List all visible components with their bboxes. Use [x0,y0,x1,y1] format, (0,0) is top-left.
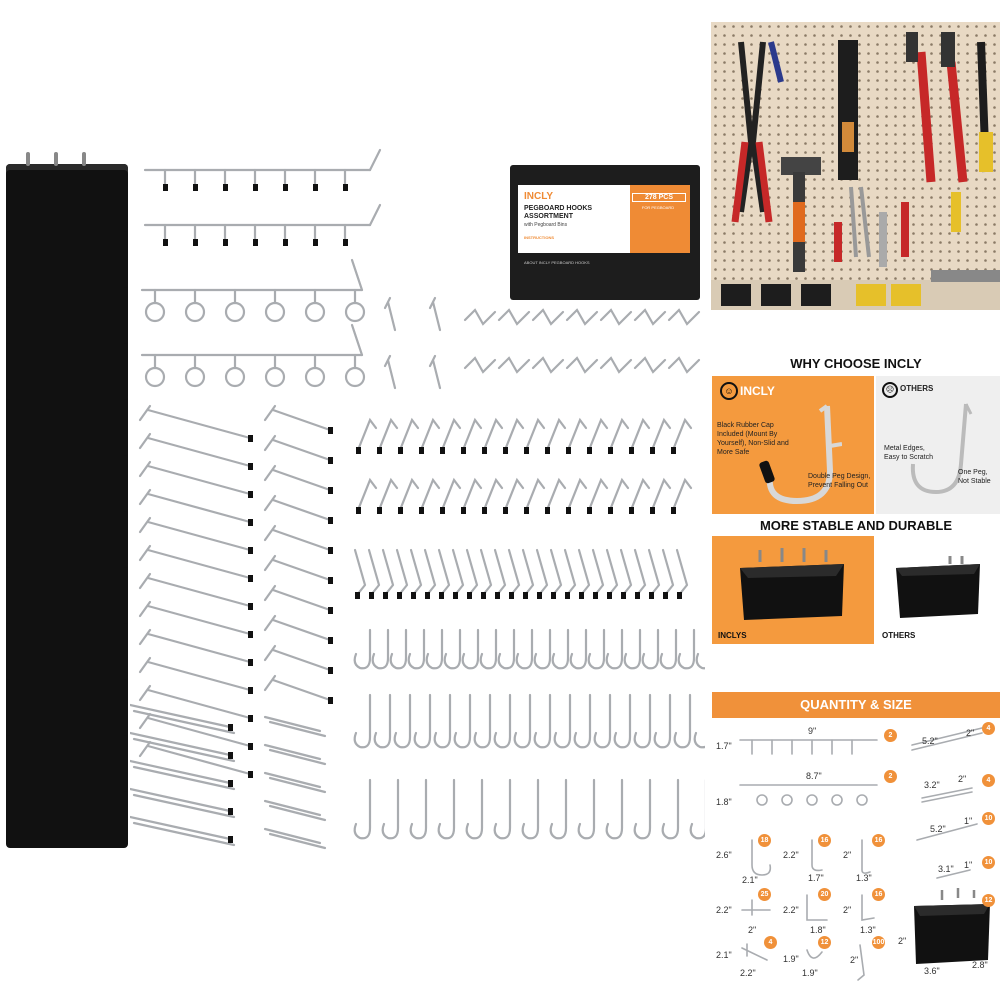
qty-g3-b: 1.3" [856,873,872,883]
others-bin-panel: OTHERS [876,536,1000,644]
others-label: OTHERS [900,384,934,393]
box-about: ABOUT INCLY PEGBOARD HOOKS [524,260,590,265]
qty-g2-n: 16 [818,834,831,847]
others-note-2: One Peg, Not Stable [958,469,991,485]
qty-g6-n: 16 [872,888,885,901]
qty-g1-b: 2.1" [742,875,758,885]
box-instructions: INSTRUCTIONS [524,235,554,240]
qty-right2-len: 3.2" [924,780,940,790]
pegboard-bin [6,152,128,232]
qty-right1-count: 4 [982,722,995,735]
product-box: INCLY PEGBOARD HOOKS ASSORTMENT with Peg… [510,155,700,300]
qty-row2-height: 1.8" [716,797,732,807]
qty-g3-n: 16 [872,834,885,847]
pegboard-photo [711,22,1000,310]
qty-right4-h: 1" [964,860,973,870]
box-subtitle: with Pegboard Bins [524,222,568,228]
qty-g1-a: 2.6" [716,850,732,860]
qty-right3-h: 1" [964,816,973,826]
incly-logo: INCLY [740,384,775,398]
hooks-illustration [130,148,705,850]
box-title-1: PEGBOARD HOOKS [524,205,593,212]
qty-g5-a: 2.2" [783,905,799,915]
qty-row1-height: 1.7" [716,741,732,751]
qty-row2-width: 8.7" [806,771,822,781]
qty-g8-b: 1.9" [802,968,818,978]
qty-g4-n: 25 [758,888,771,901]
qty-g7-a: 2.1" [716,950,732,960]
box-brand: INCLY [524,191,554,202]
qty-g5-n: 20 [818,888,831,901]
qty-g1-n: 18 [758,834,771,847]
qty-right3-count: 10 [982,812,995,825]
box-count: 278 PCS [632,193,686,202]
sad-face-icon: ☹ [882,382,898,398]
qty-g2-a: 2.2" [783,850,799,860]
qty-right4-count: 10 [982,856,995,869]
qty-g4-a: 2.2" [716,905,732,915]
qty-bin-d: 2.8" [972,960,988,970]
bin-stack [0,150,140,860]
box-count-sub: FOR PEGBOARD [641,205,675,210]
qty-g8-a: 1.9" [783,954,799,964]
incly-bin-panel: INCLYS [712,536,874,644]
qty-g3-a: 2" [843,850,852,860]
incly-note-1: Black Rubber Cap Included (Mount By Your… [717,422,789,456]
incly-note-2: Double Peg Design, Prevent Falling Out [808,473,871,489]
smile-icon: ☺ [720,382,738,400]
stable-right-label: OTHERS [882,631,916,640]
qty-right4-len: 3.1" [938,864,954,874]
incly-compare-panel: ☺ INCLY Black Rubber Cap Included (Mount… [712,376,874,514]
qty-row1-width: 9" [808,726,817,736]
qty-right3-len: 5.2" [930,824,946,834]
others-compare-panel: ☹ OTHERS Metal Edges, Easy to Scratch On… [876,376,1000,514]
qty-heading: QUANTITY & SIZE [712,692,1000,718]
qty-right2-count: 4 [982,774,995,787]
box-title-2: ASSORTMENT [524,213,573,220]
qty-diagrams [739,727,990,981]
others-note-1: Metal Edges, Easy to Scratch [884,445,934,461]
qty-g8-n: 12 [818,936,831,949]
qty-row2-count: 2 [884,770,897,783]
qty-g7-n: 4 [764,936,777,949]
qty-g4-b: 2" [748,925,757,935]
qty-right1-h: 2" [966,728,975,738]
qty-g2-b: 1.7" [808,873,824,883]
qty-bin-n: 12 [982,894,995,907]
qty-g9-a: 2" [850,955,859,965]
qty-bin-w: 3.6" [924,966,940,976]
qty-bin-h: 2" [898,936,907,946]
qty-right1-len: 5.2" [922,736,938,746]
why-heading: WHY CHOOSE INCLY [790,356,922,371]
qty-right2-h: 2" [958,774,967,784]
qty-row1-count: 2 [884,729,897,742]
qty-g7-b: 2.2" [740,968,756,978]
qty-g6-b: 1.3" [860,925,876,935]
qty-g6-a: 2" [843,905,852,915]
qty-g9-n: 100 [872,936,885,949]
stable-left-label: INCLYS [718,631,747,640]
qty-g5-b: 1.8" [810,925,826,935]
stable-heading: MORE STABLE AND DURABLE [759,518,953,533]
